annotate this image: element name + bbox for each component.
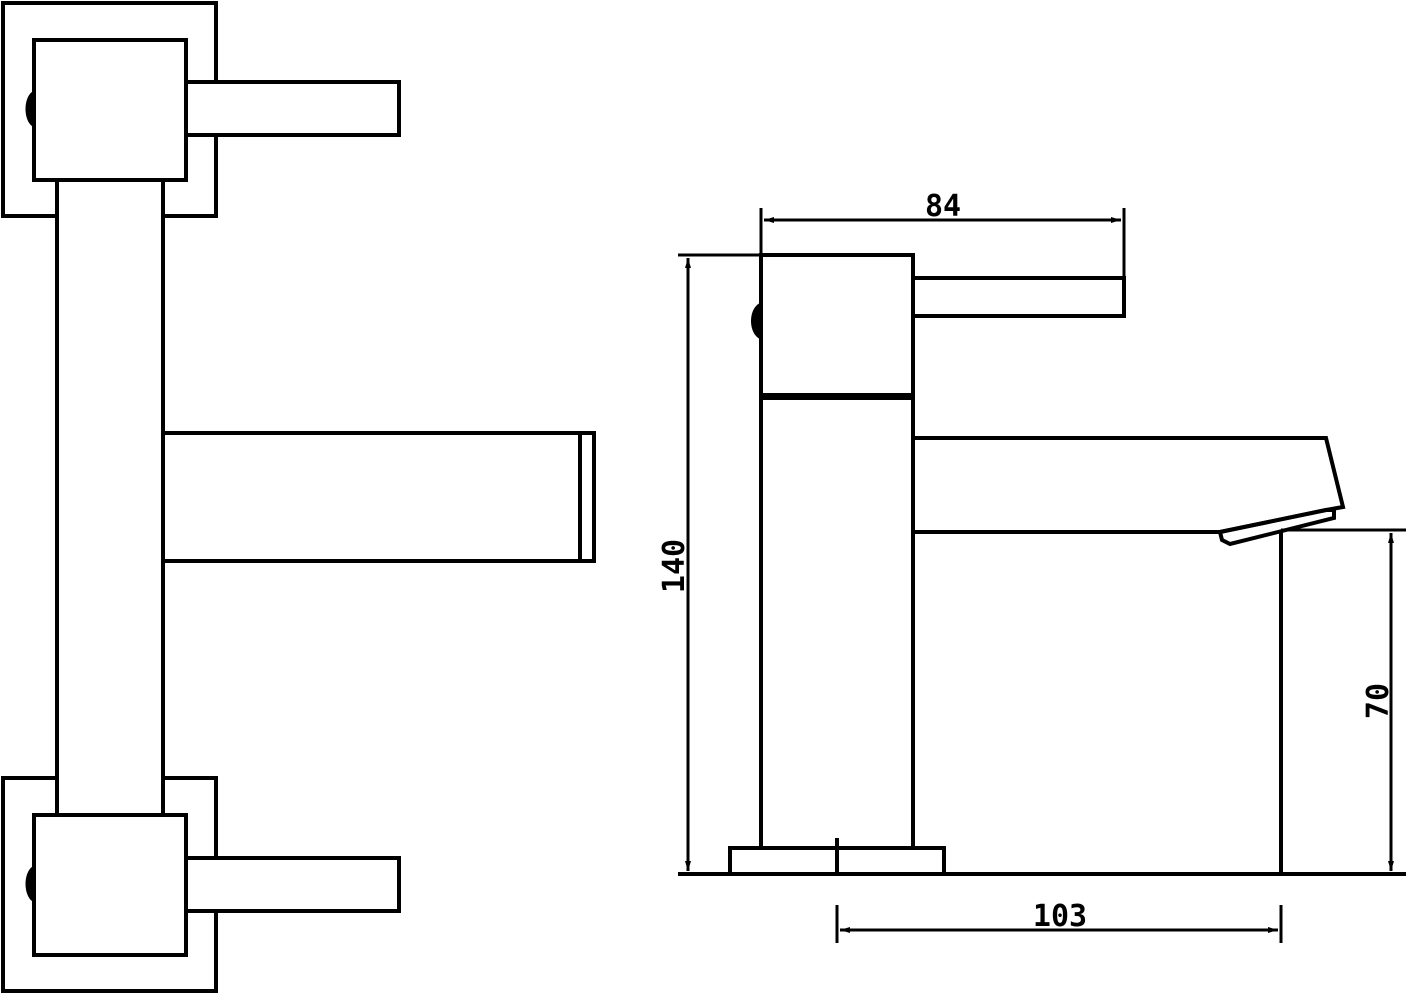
dimension-spout-height: 70 <box>1281 528 1406 871</box>
side-indicator-icon <box>751 302 763 340</box>
dim-label-140: 140 <box>657 539 692 593</box>
tap-body-side <box>759 396 915 850</box>
tap-body-plan <box>55 176 165 820</box>
dim-label-103: 103 <box>1033 899 1087 934</box>
handle-head-side <box>759 253 915 397</box>
top-indicator-icon <box>25 90 36 128</box>
bottom-handle-block <box>32 813 188 957</box>
bottom-indicator-icon <box>25 865 36 903</box>
dimension-spout-projection: 103 <box>835 899 1283 943</box>
dim-label-70: 70 <box>1361 683 1396 719</box>
spout-plan <box>161 431 596 563</box>
dimension-overall-height: 140 <box>657 253 761 871</box>
bottom-lever <box>184 856 401 913</box>
side-elevation: 84 140 70 103 <box>657 189 1406 943</box>
dimension-handle-reach: 84 <box>759 189 1126 316</box>
dim-label-84: 84 <box>925 189 961 224</box>
top-handle-block <box>32 38 188 182</box>
aerator <box>1217 508 1336 547</box>
top-lever <box>184 80 401 137</box>
plan-view <box>1 1 596 993</box>
lever-side <box>911 276 1126 318</box>
